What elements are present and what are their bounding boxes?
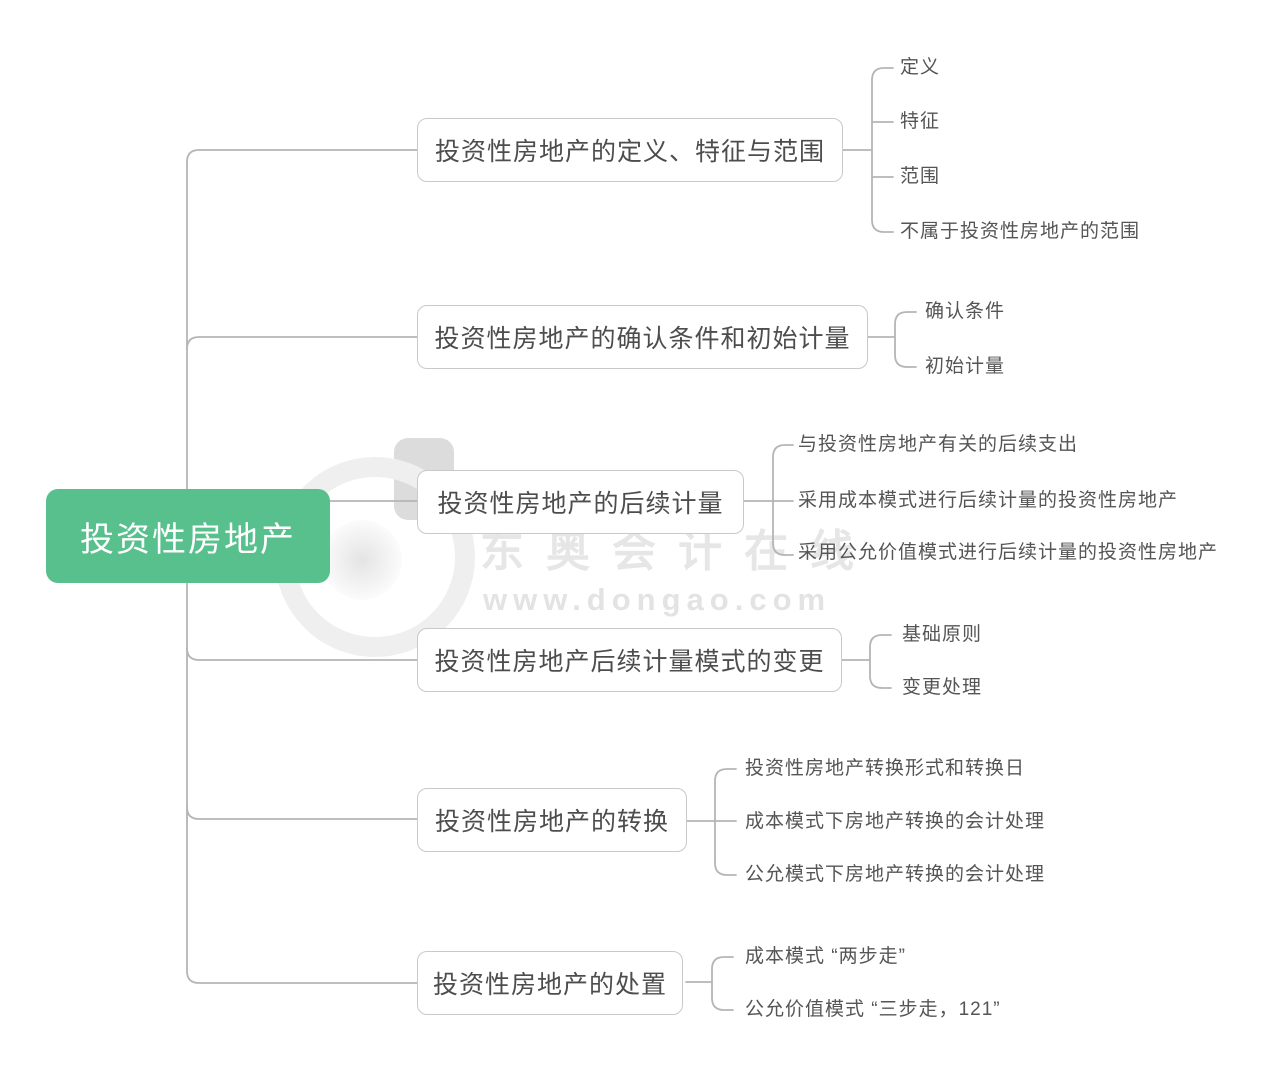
leaf-node[interactable]: 变更处理 bbox=[902, 677, 983, 698]
branch4-elbow bbox=[186, 647, 418, 661]
branch5-leafstem bbox=[686, 768, 737, 876]
leaf-node[interactable]: 公允价值模式 “三步走，121” bbox=[745, 999, 1001, 1020]
leaf-node[interactable]: 与投资性房地产有关的后续支出 bbox=[798, 434, 1079, 455]
leaf-node[interactable]: 基础原则 bbox=[902, 624, 983, 645]
leaf-node[interactable]: 采用成本模式进行后续计量的投资性房地产 bbox=[798, 490, 1179, 511]
leaf-node[interactable]: 确认条件 bbox=[925, 301, 1006, 322]
branch2-elbow bbox=[186, 336, 418, 350]
dongao-logo-blob-icon bbox=[322, 520, 402, 600]
branch-node-recognition-initial[interactable]: 投资性房地产的确认条件和初始计量 bbox=[417, 305, 868, 369]
leaf-node[interactable]: 成本模式 “两步走” bbox=[745, 946, 906, 967]
leaf-node[interactable]: 成本模式下房地产转换的会计处理 bbox=[745, 811, 1046, 832]
root-node[interactable]: 投资性房地产 bbox=[46, 489, 330, 583]
leaf-node[interactable]: 定义 bbox=[900, 57, 941, 78]
leaf-node[interactable]: 投资性房地产转换形式和转换日 bbox=[745, 758, 1026, 779]
branch4-leafstem bbox=[841, 634, 892, 689]
leaf-node[interactable]: 范围 bbox=[900, 166, 941, 187]
leaf-node[interactable]: 不属于投资性房地产的范围 bbox=[900, 221, 1141, 242]
branch5-elbow bbox=[186, 806, 418, 820]
branch-node-disposal[interactable]: 投资性房地产的处置 bbox=[417, 951, 683, 1015]
leaf-node[interactable]: 初始计量 bbox=[925, 356, 1006, 377]
leaf-node[interactable]: 公允模式下房地产转换的会计处理 bbox=[745, 864, 1046, 885]
branch6-leafstem bbox=[685, 956, 734, 1011]
watermark-url-text: www.dongao.com bbox=[483, 582, 832, 617]
leaf-node[interactable]: 特征 bbox=[900, 111, 941, 132]
branch-node-definition-scope[interactable]: 投资性房地产的定义、特征与范围 bbox=[417, 118, 843, 182]
branch3-leafstem bbox=[743, 444, 794, 556]
branch-node-subsequent-measure[interactable]: 投资性房地产的后续计量 bbox=[417, 470, 744, 534]
branch1-leafstem bbox=[842, 67, 894, 233]
watermark-brand-text: 东奥会计在线 bbox=[480, 527, 876, 576]
leaf-node[interactable]: 采用公允价值模式进行后续计量的投资性房地产 bbox=[798, 542, 1219, 563]
branch-node-measure-mode-change[interactable]: 投资性房地产后续计量模式的变更 bbox=[417, 628, 842, 692]
branch-node-conversion[interactable]: 投资性房地产的转换 bbox=[417, 788, 687, 852]
branch2-leafstem bbox=[866, 311, 917, 368]
